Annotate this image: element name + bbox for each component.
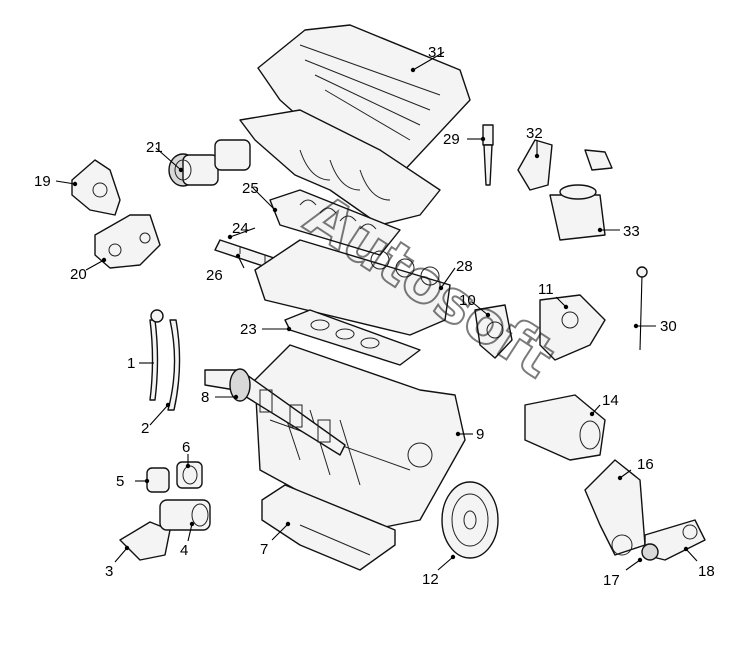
callout-17: 17 — [603, 572, 620, 589]
gearbox-mount — [584, 459, 646, 556]
callout-20: 20 — [70, 266, 87, 283]
callout-14: 14 — [602, 392, 619, 409]
callout-19: 19 — [34, 173, 51, 190]
sensor-32 — [517, 139, 613, 191]
cam-cover — [269, 189, 401, 256]
rubber-mounts — [146, 461, 203, 493]
callout-33: 33 — [623, 223, 640, 240]
oil-pan — [261, 484, 396, 571]
leader-lines — [55, 51, 698, 571]
torque-link — [641, 519, 706, 561]
throttle-body — [168, 139, 251, 187]
callout-10: 10 — [459, 292, 476, 309]
callout-1: 1 — [127, 355, 135, 372]
oil-dipstick — [636, 266, 648, 351]
callout-11: 11 — [538, 281, 554, 298]
timing-guides — [149, 309, 181, 411]
callout-4: 4 — [180, 542, 188, 559]
starter-motor — [524, 394, 606, 461]
callout-5: 5 — [116, 473, 124, 490]
callout-24: 24 — [232, 220, 249, 237]
crankshaft — [204, 368, 346, 456]
callout-29: 29 — [443, 131, 460, 148]
callout-7: 7 — [260, 541, 268, 558]
callout-9: 9 — [476, 426, 484, 443]
callout-26: 26 — [206, 267, 223, 284]
callout-30: 30 — [660, 318, 677, 335]
callout-18: 18 — [698, 563, 715, 580]
callout-25: 25 — [242, 180, 259, 197]
callout-2: 2 — [141, 420, 149, 437]
intake-manifold — [239, 109, 441, 226]
module-33 — [549, 184, 606, 241]
engine-mount-lower — [119, 499, 211, 561]
thermostat-housing — [539, 294, 606, 361]
engine-parts — [71, 24, 706, 571]
water-pump — [474, 304, 513, 359]
callout-16: 16 — [637, 456, 654, 473]
callout-6: 6 — [182, 439, 190, 456]
callout-12: 12 — [422, 571, 439, 588]
cylinder-head — [254, 239, 451, 336]
callout-3: 3 — [105, 563, 113, 580]
callout-28: 28 — [456, 258, 473, 275]
engine-mount-19 — [71, 159, 121, 216]
callout-23: 23 — [240, 321, 257, 338]
flywheel — [441, 481, 499, 559]
callout-21: 21 — [146, 139, 163, 156]
glow-plug — [482, 124, 494, 186]
callout-8: 8 — [201, 389, 209, 406]
callout-31: 31 — [428, 44, 445, 61]
callout-labels: 31 21 19 20 25 24 26 28 23 1 2 8 9 10 11… — [34, 44, 715, 589]
callout-32: 32 — [526, 125, 543, 142]
bracket-20 — [94, 214, 161, 269]
